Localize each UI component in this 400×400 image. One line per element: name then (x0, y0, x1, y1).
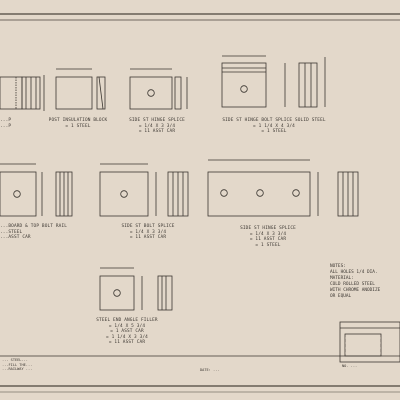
part-end-angle-filler (99, 267, 173, 311)
notes-heading: NOTES: (330, 264, 346, 269)
title-block (0, 321, 400, 363)
label-end-angle-filler: STEEL END ANGLE FILLER= 1/4 X 5 3/4= 1 A… (96, 318, 158, 345)
part-bolt-splice (99, 163, 189, 217)
label-hinge-bolt-splice: SIDE ST HINGE BOLT SPLICE SOLID STEEL= 1… (222, 118, 326, 134)
material-heading: MATERIAL: (330, 276, 354, 281)
part-hinge-bolt-splice (221, 55, 326, 108)
title-block-date: DATE: ... (200, 368, 220, 372)
part-hinge-splice-wide (207, 159, 359, 217)
material-line-1: COLD ROLLED STEEL (330, 282, 375, 287)
part-nut-plate (0, 75, 45, 111)
title-block-number: NO. ... (342, 364, 358, 368)
label-hinge-splice: SIDE ST HINGE SPLICE= 1/4 X 3 3/4= 11 AS… (129, 118, 185, 134)
title-block-left-text: ... STEEL......FILL THE......RAILWAY ... (2, 358, 33, 371)
material-line-2: WITH CHROME ANODIZE (330, 288, 381, 293)
part-hinge-splice (129, 68, 188, 110)
note-holes: ALL HOLES 1/4 DIA. (330, 270, 378, 275)
part-post-insulation-block (55, 68, 106, 110)
label-top-bolt-rail: ...BOARD & TOP BOLT RAIL...STEEL...ASST … (0, 224, 68, 240)
material-line-3: OR EQUAL (330, 294, 352, 299)
label-hinge-splice-wide: SIDE ST HINGE SPLICE= 1/4 X 3 3/4= 11 AS… (240, 226, 296, 248)
notes-block: NOTES: ALL HOLES 1/4 DIA. MATERIAL: COLD… (330, 264, 380, 300)
label-post-insulation-block: POST INSULATION BLOCK= 1 STEEL (48, 118, 108, 129)
label-bolt-splice: SIDE ST BOLT SPLICE= 1/4 X 3 3/4= 11 ASS… (121, 224, 175, 240)
label-nut-plate: ...P...P (0, 118, 12, 129)
part-top-bolt-rail (0, 163, 73, 217)
